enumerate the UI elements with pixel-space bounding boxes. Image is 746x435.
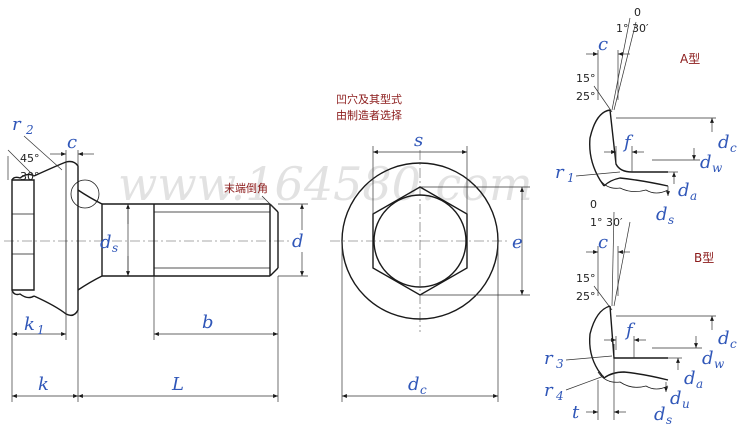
b-c-label: c [598, 232, 608, 253]
a-dc-label: d [718, 132, 730, 153]
c-label: c [67, 132, 77, 153]
b-da-label: d [684, 368, 696, 389]
dc-label: d [408, 374, 420, 395]
recess-note-line1: 凹穴及其型式 [336, 92, 402, 106]
b-flange-profile [588, 305, 611, 379]
b-r4-label: r [544, 380, 554, 401]
type-a-label: A型 [680, 52, 700, 66]
b-dw-label: d [702, 348, 714, 369]
ds-sub: s [112, 241, 118, 255]
b-da-sub: a [696, 377, 703, 391]
end-chamfer-note: 末端倒角 [224, 181, 268, 195]
a-dw-sub: w [712, 161, 723, 175]
b-ds-label: d [654, 404, 666, 425]
r2-label: r [12, 114, 22, 135]
b-angle-25: 25° [576, 290, 596, 303]
d-label: d [292, 231, 304, 252]
b-du-sub: u [682, 397, 690, 411]
a-da-label: d [678, 180, 690, 201]
a-da-sub: a [690, 189, 697, 203]
watermark: www.164580.com [118, 157, 533, 211]
a-angle-15: 15° [576, 72, 596, 85]
b-r3-label: r [544, 348, 554, 369]
side-view: r 2 c 45° 30° 末端倒角 d s d b [4, 114, 308, 402]
b-t-label: t [572, 402, 580, 423]
a-ds-sub: s [668, 213, 674, 227]
a-zero: 0 [634, 6, 641, 19]
a-r1-sub: 1 [567, 171, 575, 185]
b-du-label: d [670, 388, 682, 409]
k-label: k [38, 374, 49, 395]
a-r1-label: r [555, 162, 565, 183]
a-angle: 1° 30′ [616, 22, 649, 35]
b-label: b [202, 312, 214, 333]
r2-sub: 2 [25, 123, 34, 137]
e-label: e [512, 232, 523, 253]
angle-45: 45° [20, 152, 40, 165]
recess-note-line2: 由制造者选择 [336, 108, 402, 122]
a-angle-25: 25° [576, 90, 596, 103]
dc-sub: c [420, 383, 427, 397]
a-flange-profile [589, 109, 611, 187]
a-ds-label: d [656, 204, 668, 225]
b-angle: 1° 30′ [590, 216, 623, 229]
top-view: 凹穴及其型式 由制造者选择 s e d c [330, 92, 530, 402]
hex-inner-circle [373, 194, 467, 288]
L-label: L [171, 374, 184, 395]
b-dw-sub: w [714, 357, 725, 371]
a-c-label: c [598, 34, 608, 55]
a-dw-label: d [700, 152, 712, 173]
detail-b: 0 1° 30′ B型 c 15° 25° f r 3 r 4 [544, 198, 737, 427]
detail-a: 0 1° 30′ A型 c 15° 25° f r 1 d c [555, 6, 737, 227]
s-label: s [414, 130, 423, 151]
b-r3-sub: 3 [556, 357, 564, 371]
type-b-label: B型 [694, 251, 714, 265]
b-angle-15: 15° [576, 272, 596, 285]
k1-label: k [24, 314, 35, 335]
b-r4-sub: 4 [555, 389, 564, 403]
b-zero: 0 [590, 198, 597, 211]
a-dc-sub: c [730, 141, 737, 155]
angle-30: 30° [20, 170, 40, 183]
k1-sub: 1 [37, 323, 45, 337]
ds-label: d [100, 232, 112, 253]
b-dc-label: d [718, 328, 730, 349]
b-ds-sub: s [666, 413, 672, 427]
b-dc-sub: c [730, 337, 737, 351]
